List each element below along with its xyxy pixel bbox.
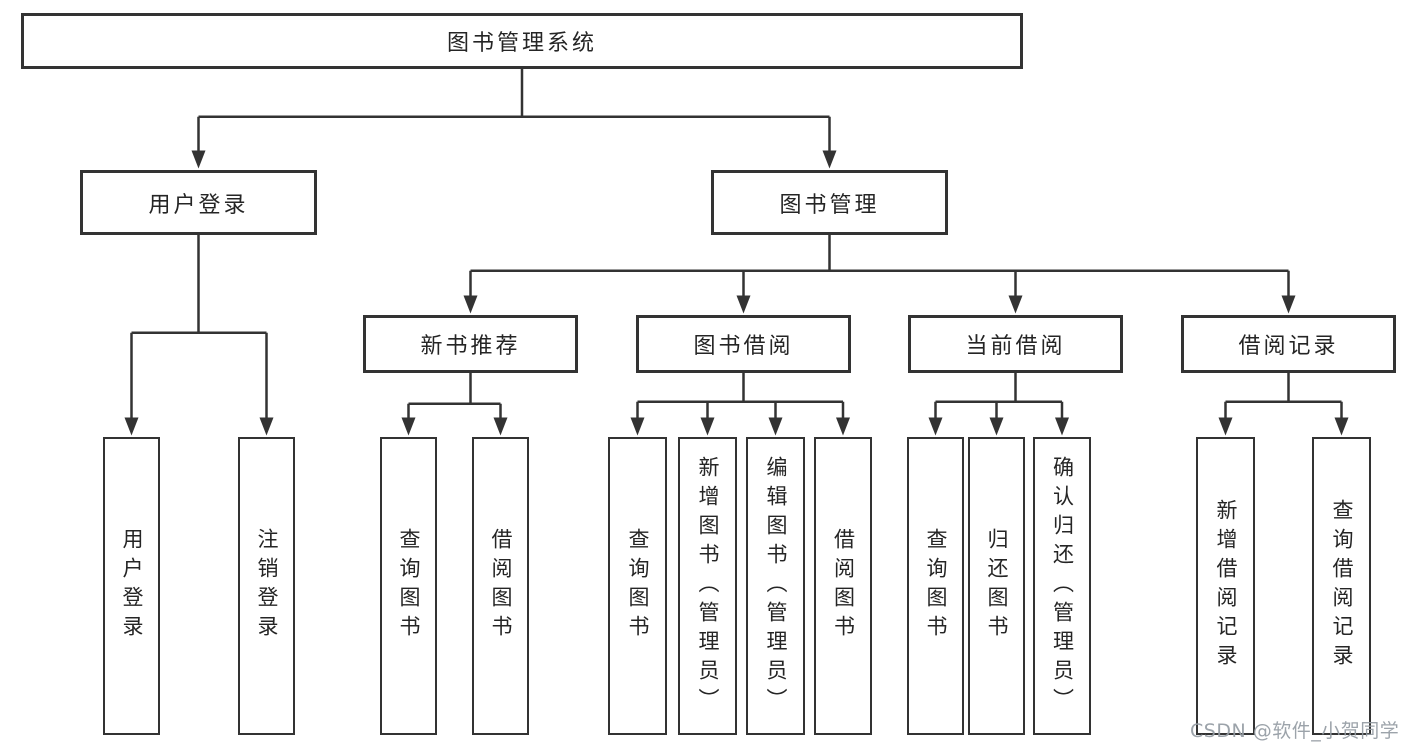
leaf-confirm-return-admin: 确认归还（管理员） [1033, 437, 1091, 735]
arrowheads-level3 [463, 295, 1296, 314]
connector-level1-bar-and-drops [197, 115, 831, 151]
leaf-add-book-admin: 新增图书（管理员） [678, 437, 737, 735]
leaf-borrow-books-recommend-label: 借阅图书 [489, 528, 513, 644]
connector-book-borrowing-subtree [636, 373, 845, 419]
leaf-edit-book-admin-label: 编辑图书（管理员） [764, 455, 788, 717]
node-library-management-system: 图书管理系统 [21, 13, 1023, 69]
leaf-logout-login-label: 注销登录 [255, 528, 279, 644]
leaf-add-book-admin-label: 新增图书（管理员） [696, 455, 720, 717]
node-book-management: 图书管理 [711, 170, 948, 235]
node-user-login: 用户登录 [80, 170, 317, 235]
leaf-user-login-label: 用户登录 [120, 528, 144, 644]
arrowheads-leaves [124, 417, 1349, 436]
connector-book-management-bar-and-drops [469, 235, 1290, 296]
leaf-query-books-borrowing-label: 查询图书 [626, 528, 650, 644]
leaf-return-books: 归还图书 [968, 437, 1025, 735]
connector-new-book-recommendation-subtree [407, 373, 502, 419]
node-new-book-recommendation: 新书推荐 [363, 315, 578, 373]
leaf-query-borrow-record: 查询借阅记录 [1312, 437, 1371, 735]
leaf-confirm-return-admin-label: 确认归还（管理员） [1050, 455, 1075, 717]
leaf-query-books-current-label: 查询图书 [924, 528, 948, 644]
connector-borrowing-records-subtree [1224, 373, 1343, 419]
csdn-watermark: CSDN @软件_小贺同学 [1190, 720, 1400, 742]
node-current-borrowing: 当前借阅 [908, 315, 1123, 373]
node-book-borrowing: 图书借阅 [636, 315, 851, 373]
leaf-add-borrow-record: 新增借阅记录 [1196, 437, 1255, 735]
leaf-add-borrow-record-label: 新增借阅记录 [1214, 499, 1238, 673]
leaf-return-books-label: 归还图书 [985, 528, 1009, 644]
leaf-logout-login: 注销登录 [238, 437, 295, 735]
leaf-query-books-recommend: 查询图书 [380, 437, 437, 735]
leaf-edit-book-admin: 编辑图书（管理员） [746, 437, 805, 735]
connector-user-login-subtree [130, 235, 268, 419]
leaf-query-books-borrowing: 查询图书 [608, 437, 667, 735]
leaf-query-borrow-record-label: 查询借阅记录 [1330, 499, 1354, 673]
leaf-user-login: 用户登录 [103, 437, 160, 735]
leaf-query-books-current: 查询图书 [907, 437, 964, 735]
connector-current-borrowing-subtree [934, 373, 1064, 419]
node-borrowing-records: 借阅记录 [1181, 315, 1396, 373]
leaf-borrow-books-borrowing-label: 借阅图书 [831, 528, 856, 644]
leaf-borrow-books-recommend: 借阅图书 [472, 437, 529, 735]
leaf-query-books-recommend-label: 查询图书 [397, 528, 421, 644]
leaf-borrow-books-borrowing: 借阅图书 [814, 437, 872, 735]
arrowheads-level2 [191, 150, 837, 169]
